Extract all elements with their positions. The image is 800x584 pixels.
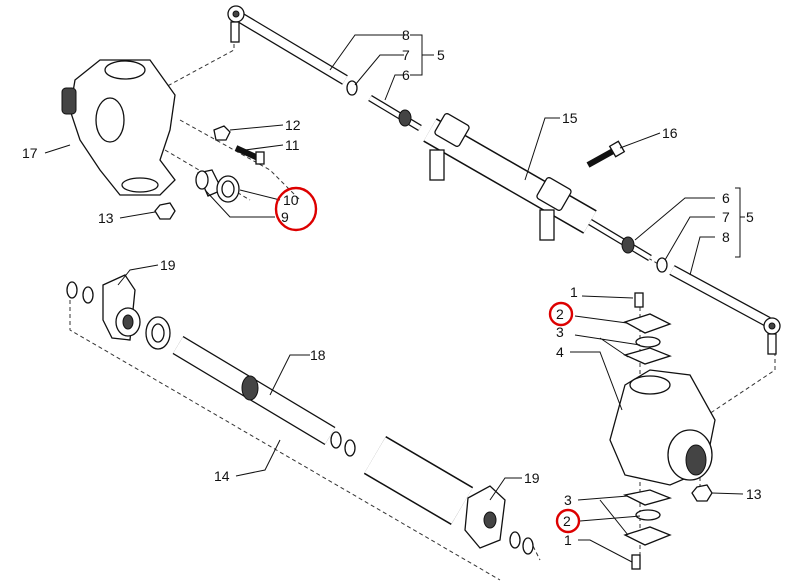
bushing-and-seal bbox=[195, 169, 240, 203]
callout-16[interactable]: 16 bbox=[662, 125, 678, 141]
steering-knuckle-left bbox=[61, 59, 176, 196]
seal-ring bbox=[346, 80, 358, 96]
nut-13-top bbox=[154, 202, 176, 220]
callout-10[interactable]: 10 bbox=[283, 192, 299, 208]
callout-12[interactable]: 12 bbox=[285, 117, 301, 133]
callout-6-right[interactable]: 6 bbox=[722, 190, 730, 206]
nut-13-bottom bbox=[691, 484, 713, 502]
callout-13-top[interactable]: 13 bbox=[98, 210, 114, 226]
callout-14[interactable]: 14 bbox=[214, 468, 230, 484]
highlight-rings bbox=[274, 186, 581, 534]
bolt-11-12 bbox=[213, 125, 265, 165]
leader-lines bbox=[44, 34, 745, 563]
callout-1-top[interactable]: 1 bbox=[570, 284, 578, 300]
steering-cylinder bbox=[423, 113, 652, 262]
callout-19-left[interactable]: 19 bbox=[160, 257, 176, 273]
callout-3-bottom[interactable]: 3 bbox=[564, 492, 572, 508]
axle-beam bbox=[66, 274, 534, 555]
highlight-ring-2-bottom bbox=[555, 508, 581, 534]
callout-1-bottom[interactable]: 1 bbox=[564, 532, 572, 548]
callout-2-bottom[interactable]: 2 bbox=[563, 513, 571, 529]
callout-5[interactable]: 5 bbox=[437, 47, 445, 63]
callout-2-top[interactable]: 2 bbox=[556, 306, 564, 322]
callout-6[interactable]: 6 bbox=[402, 67, 410, 83]
callout-9[interactable]: 9 bbox=[281, 209, 289, 225]
callout-17[interactable]: 17 bbox=[22, 145, 38, 161]
callout-labels: 8 7 5 6 12 11 17 10 9 13 15 16 6 7 5 8 1… bbox=[22, 27, 762, 548]
callout-11[interactable]: 11 bbox=[285, 137, 300, 153]
callout-7[interactable]: 7 bbox=[402, 47, 410, 63]
callout-8-right[interactable]: 8 bbox=[722, 229, 730, 245]
tie-rod-left bbox=[227, 5, 422, 132]
steering-knuckle-right bbox=[609, 292, 716, 570]
bolt-16 bbox=[586, 140, 626, 168]
callout-7-right[interactable]: 7 bbox=[722, 209, 730, 225]
callout-3-top[interactable]: 3 bbox=[556, 324, 564, 340]
callout-13-bottom[interactable]: 13 bbox=[746, 486, 762, 502]
callout-18[interactable]: 18 bbox=[310, 347, 326, 363]
callout-8[interactable]: 8 bbox=[402, 27, 410, 43]
callout-4[interactable]: 4 bbox=[556, 344, 564, 360]
highlight-ring-2-top bbox=[548, 301, 574, 327]
callout-15[interactable]: 15 bbox=[562, 110, 578, 126]
highlight-ring-9-10 bbox=[274, 186, 318, 232]
tie-rod-right bbox=[656, 257, 781, 355]
callout-19-right[interactable]: 19 bbox=[524, 470, 540, 486]
callout-5-right[interactable]: 5 bbox=[746, 209, 754, 225]
